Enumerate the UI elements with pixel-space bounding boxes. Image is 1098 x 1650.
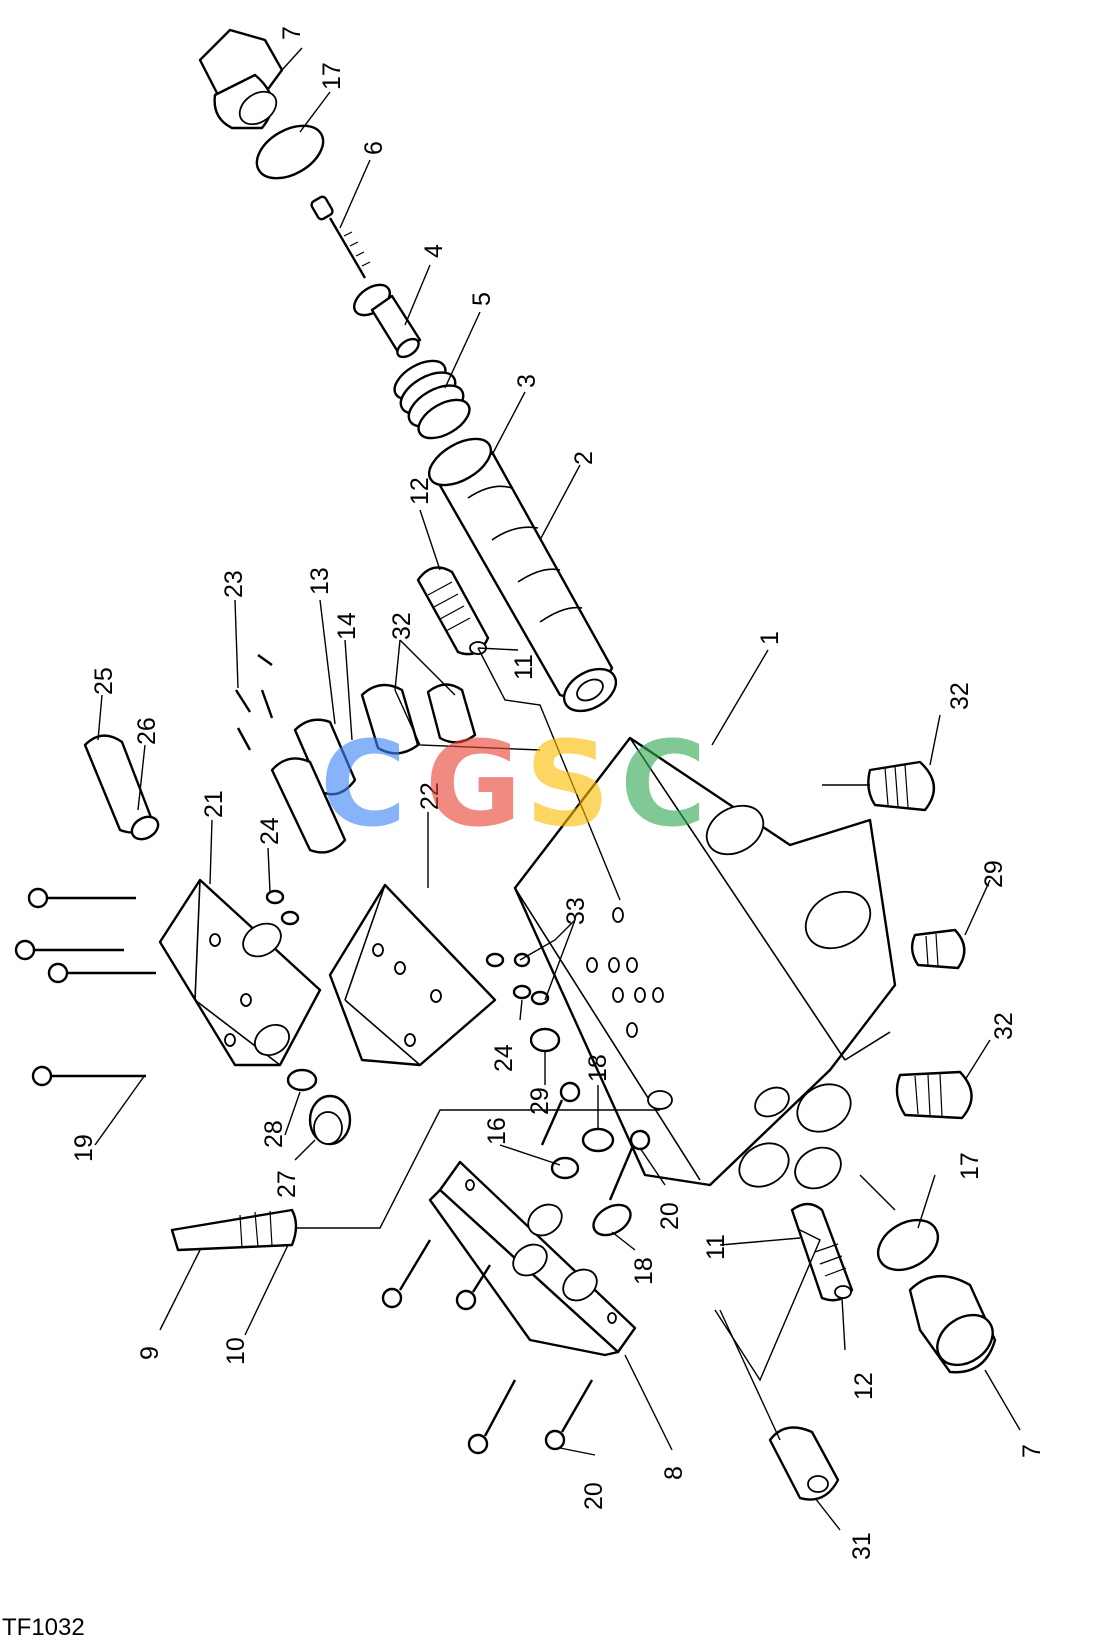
callout-32-right-top: 32 <box>946 682 974 710</box>
leader-lines <box>94 47 1021 1531</box>
callout-21: 21 <box>200 790 228 818</box>
callout-18-top: 18 <box>584 1054 612 1082</box>
part-13-14-valve <box>270 718 357 854</box>
part-7-top-plug <box>198 28 284 130</box>
part-32-right-top-plug <box>867 760 935 812</box>
callout-27: 27 <box>273 1170 301 1198</box>
callout-9: 9 <box>136 1346 164 1360</box>
callout-8: 8 <box>660 1466 688 1480</box>
part-5-spring <box>393 359 471 440</box>
part-29-right-plug <box>910 928 966 970</box>
callout-23: 23 <box>220 570 248 598</box>
part-31-plug <box>768 1426 840 1501</box>
callout-33: 33 <box>562 897 590 925</box>
watermark-letter-g: G <box>425 715 522 853</box>
callout-20-right: 20 <box>656 1202 684 1230</box>
callout-31: 31 <box>848 1532 876 1560</box>
callout-25: 25 <box>90 667 118 695</box>
callout-6: 6 <box>360 141 388 155</box>
callout-24-bottom: 24 <box>490 1044 518 1072</box>
callout-32-left: 32 <box>388 612 416 640</box>
part-16-18-seals <box>550 1127 632 1237</box>
part-12-upper-cartridge <box>416 566 490 656</box>
callout-10: 10 <box>222 1337 250 1365</box>
callout-24-top: 24 <box>256 817 284 845</box>
part-9-10-valve <box>170 1208 298 1252</box>
cgsc-watermark: C G S C <box>320 715 707 853</box>
part-28-oring <box>286 1068 318 1092</box>
part-17-bottom-oring <box>876 1218 940 1272</box>
part-8-cover-plate <box>428 1160 637 1357</box>
part-32-left-plugs <box>360 683 477 755</box>
callout-5: 5 <box>468 292 496 306</box>
part-11-12-lower-cartridge <box>790 1202 854 1302</box>
callout-7-top: 7 <box>278 26 306 40</box>
callout-18-bottom: 18 <box>630 1257 658 1285</box>
callout-12-top: 12 <box>406 477 434 505</box>
part-21-block <box>158 878 322 1067</box>
callout-labels: 7 17 6 4 5 3 2 12 11 1 13 14 32 23 25 26… <box>70 26 1046 1560</box>
part-2-3-spool <box>428 437 618 713</box>
part-1-valve-body <box>513 736 897 1190</box>
part-17-top-oring <box>255 124 325 180</box>
callout-13: 13 <box>306 567 334 595</box>
part-19-screws <box>14 887 156 1087</box>
callout-7-bottom: 7 <box>1018 1444 1046 1458</box>
callout-11-top: 11 <box>510 654 538 680</box>
part-4-sleeve <box>353 283 422 359</box>
callout-20-bottom: 20 <box>580 1482 608 1510</box>
callout-29-bottom: 29 <box>526 1087 554 1115</box>
callout-19: 19 <box>70 1134 98 1162</box>
callout-29-right: 29 <box>980 860 1008 888</box>
watermark-letter-s: S <box>525 715 610 853</box>
callout-2: 2 <box>570 451 598 465</box>
callout-26: 26 <box>133 717 161 745</box>
part-22-block <box>328 883 497 1067</box>
callout-28: 28 <box>260 1120 288 1148</box>
callout-22: 22 <box>416 782 444 810</box>
callout-32-right-bottom: 32 <box>990 1012 1018 1040</box>
part-32-right-bottom-plug <box>895 1070 973 1120</box>
part-27-plug <box>308 1094 352 1146</box>
callout-4: 4 <box>420 244 448 258</box>
callout-14: 14 <box>333 612 361 640</box>
part-23-screws <box>234 654 274 751</box>
callout-16: 16 <box>483 1117 511 1145</box>
callout-12-bottom: 12 <box>850 1372 878 1400</box>
callout-17-bottom: 17 <box>956 1152 984 1180</box>
part-7-bottom-plug <box>908 1274 997 1374</box>
part-20-screws <box>381 1081 651 1455</box>
part-25-26-valve <box>83 734 160 841</box>
part-24-29-33-small <box>265 889 561 1053</box>
callout-3: 3 <box>513 374 541 388</box>
callout-1: 1 <box>756 631 784 645</box>
watermark-letter-c1: C <box>320 715 407 853</box>
watermark-letter-c2: C <box>620 715 707 853</box>
figure-id: TF1032 <box>2 1614 85 1641</box>
callout-17-top: 17 <box>318 62 346 90</box>
part-6-bolt <box>310 195 371 279</box>
callout-11-bottom: 11 <box>702 1234 730 1260</box>
